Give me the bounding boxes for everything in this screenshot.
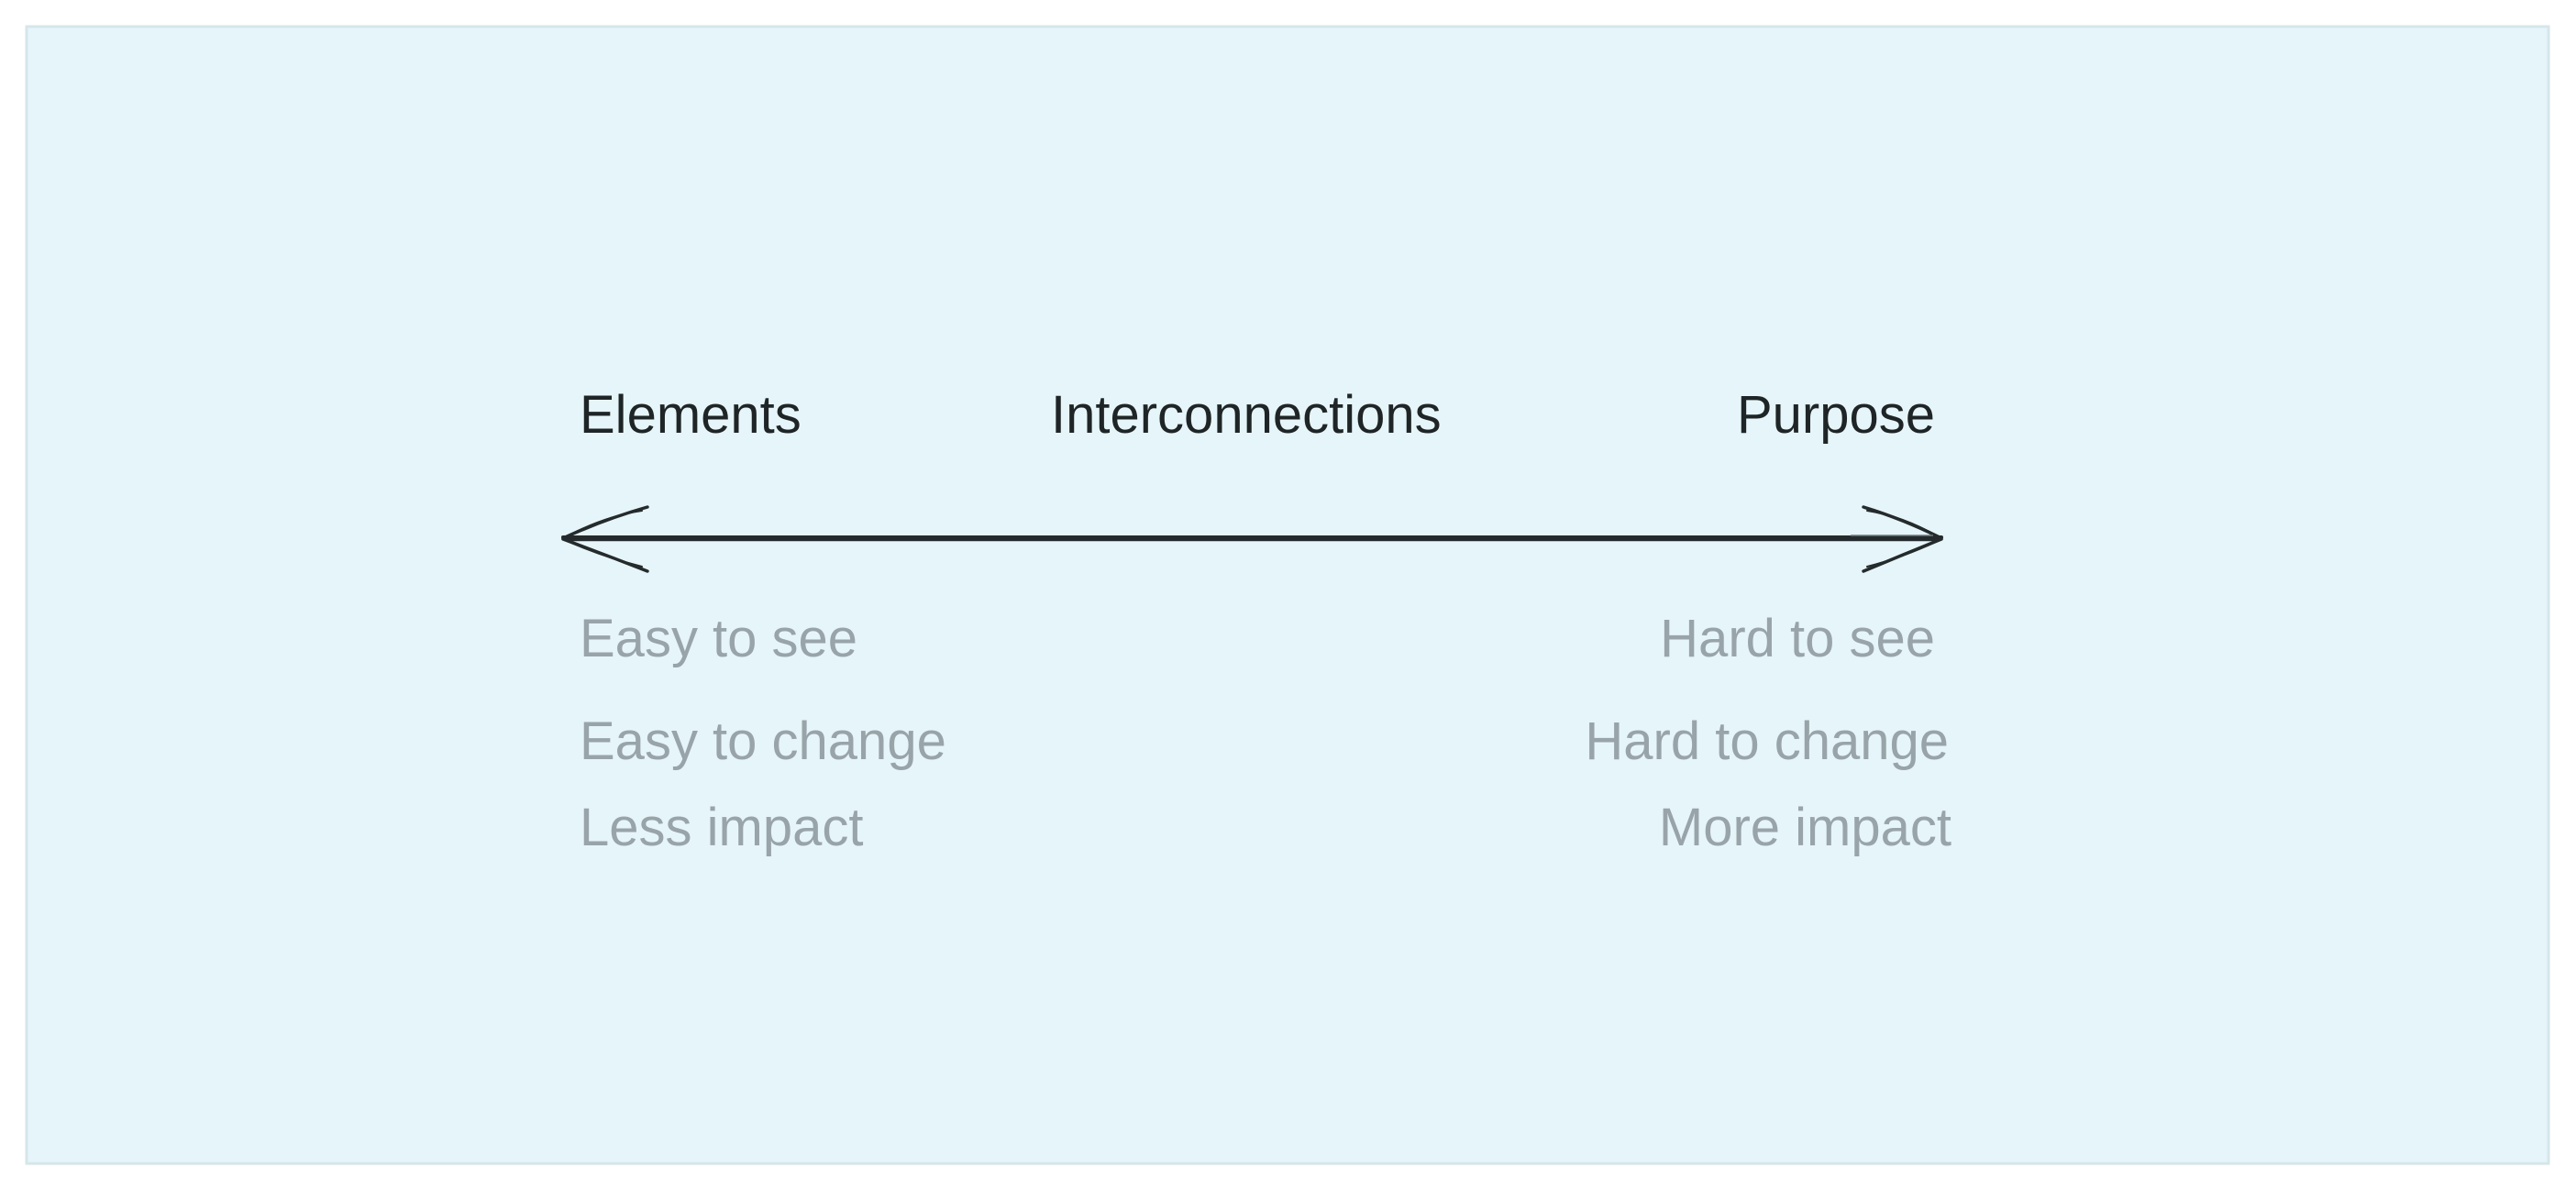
right-property-impact: More impact — [1658, 798, 1951, 857]
right-property-see: Hard to see — [1660, 609, 1935, 668]
diagram-panel — [26, 26, 2549, 1164]
left-property-see: Easy to see — [580, 609, 858, 668]
left-property-impact: Less impact — [580, 798, 864, 857]
left-property-change: Easy to change — [580, 711, 946, 771]
label-elements: Elements — [580, 385, 802, 445]
label-purpose: Purpose — [1736, 385, 1935, 445]
right-property-change: Hard to change — [1585, 711, 1949, 771]
label-interconnections: Interconnections — [1051, 385, 1442, 445]
